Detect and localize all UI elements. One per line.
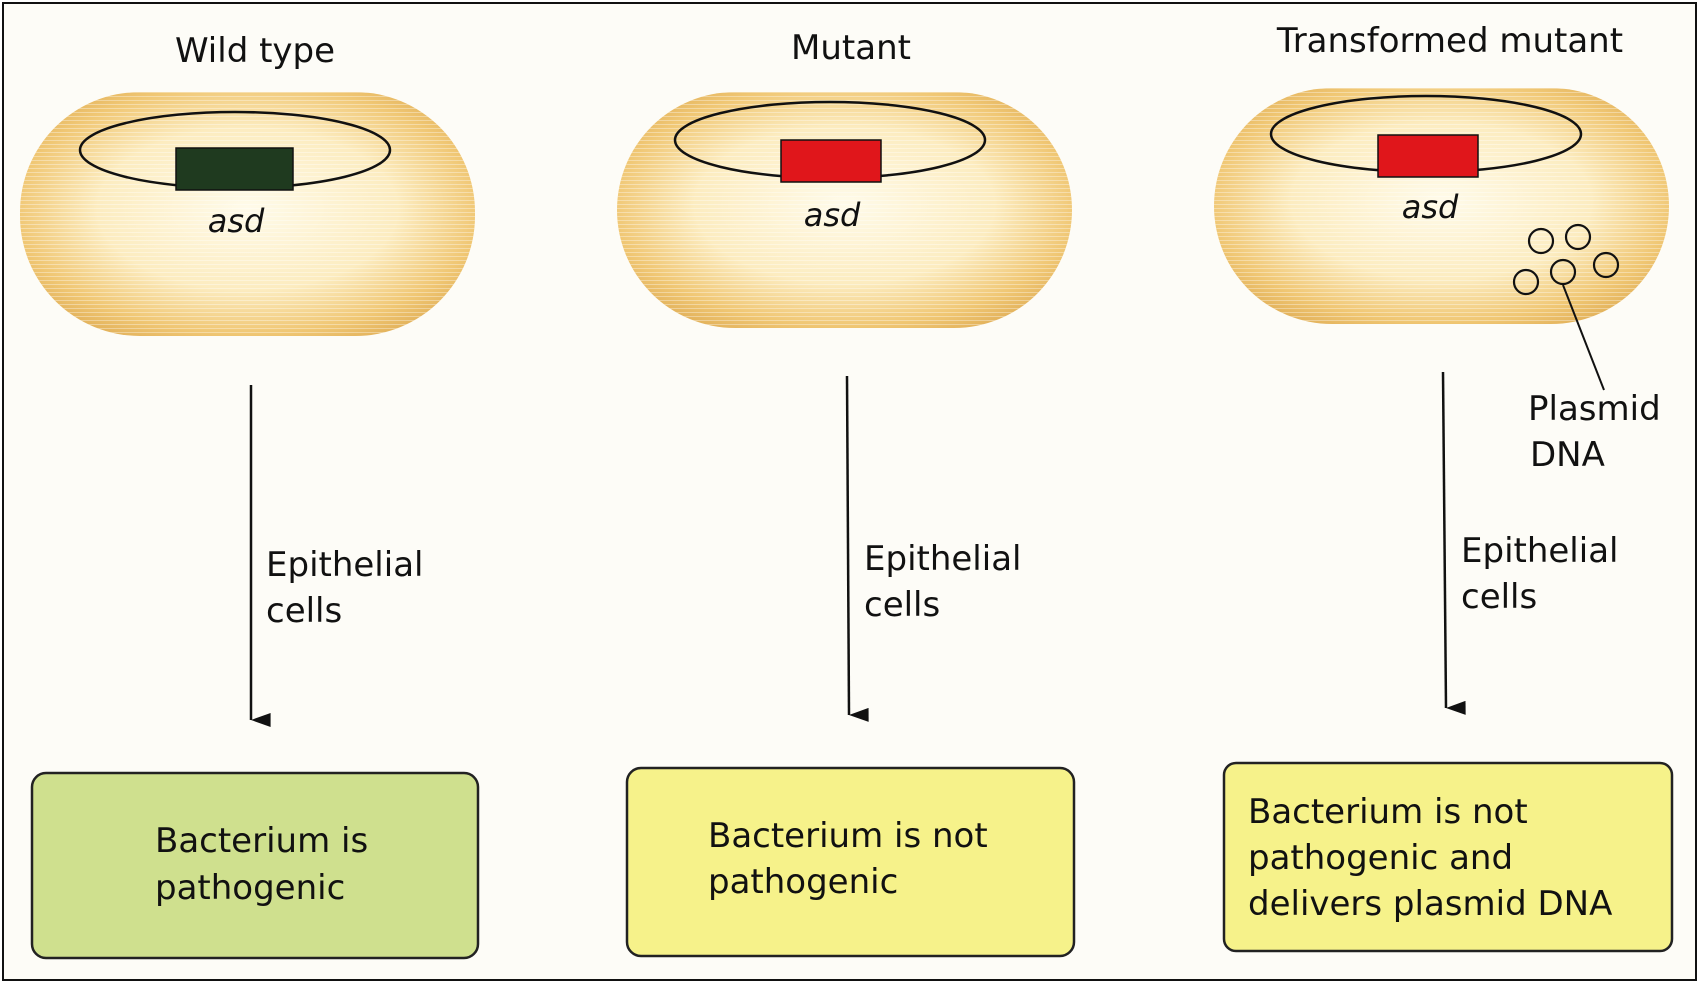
arrow-epithelial	[1443, 372, 1446, 708]
arrow-epithelial	[847, 376, 849, 715]
process-label-line2: cells	[864, 585, 940, 625]
plasmid-label-line2: DNA	[1530, 435, 1605, 475]
outcome-line2: pathogenic	[708, 862, 898, 902]
process-label-line1: Epithelial	[1461, 531, 1618, 571]
panel-title: Transformed mutant	[1276, 21, 1623, 61]
gene-label: asd	[804, 196, 861, 234]
outcome-line1: Bacterium is not	[1248, 792, 1528, 832]
asd-gene-box	[1378, 135, 1478, 177]
outcome-line1: Bacterium is	[155, 821, 368, 861]
panel-title: Wild type	[175, 31, 335, 71]
panel-transformed-mutant: Transformed mutant asd Plasmid DNA Epith…	[1214, 21, 1672, 951]
gene-label: asd	[1402, 188, 1459, 226]
outcome-line1: Bacterium is not	[708, 816, 988, 856]
panel-title: Mutant	[791, 28, 911, 68]
plasmid-label-line1: Plasmid	[1528, 389, 1661, 429]
process-label-line1: Epithelial	[864, 539, 1021, 579]
asd-gene-box	[781, 140, 881, 182]
asd-gene-box	[176, 148, 293, 190]
panel-mutant: Mutant asd Epithelial cells Bacterium is…	[617, 28, 1074, 956]
panel-wild-type: Wild type asd Epithelial cells Bacterium…	[20, 31, 478, 958]
process-label-line2: cells	[1461, 577, 1537, 617]
process-label-line1: Epithelial	[266, 545, 423, 585]
process-label-line2: cells	[266, 591, 342, 631]
gene-label: asd	[208, 202, 265, 240]
outcome-box	[32, 773, 478, 958]
outcome-line2: pathogenic and	[1248, 838, 1513, 878]
outcome-line2: pathogenic	[155, 868, 345, 908]
outcome-line3: delivers plasmid DNA	[1248, 884, 1612, 924]
